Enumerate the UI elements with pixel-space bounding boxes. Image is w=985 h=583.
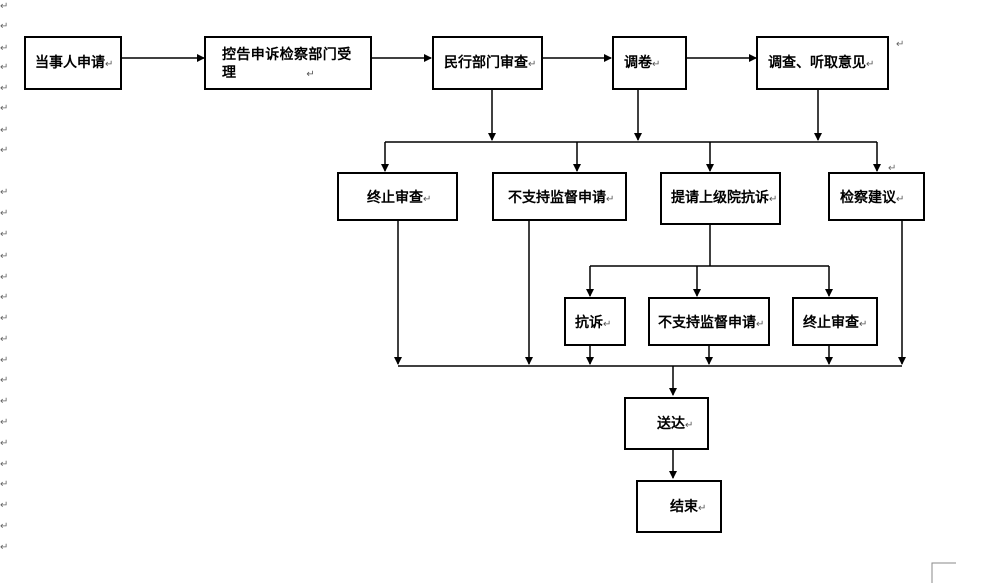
paragraph-mark: ↵ [0,21,9,32]
paragraph-mark: ↵ [685,420,694,431]
node-label: 提请上级院抗诉 [671,190,769,206]
paragraph-mark: ↵ [0,417,9,428]
paragraph-mark: ↵ [0,479,9,490]
paragraph-mark: ↵ [652,59,661,70]
node-request-protest[interactable]: 提请上级院抗诉↵ [660,172,781,225]
paragraph-mark: ↵ [0,229,9,240]
paragraph-mark: ↵ [0,83,9,94]
node-terminate-review[interactable]: 终止审查↵ [337,172,458,221]
node-procuratorial-advice[interactable]: 检察建议↵ [828,172,925,221]
node-label: 当事人申请 [35,55,105,71]
paragraph-mark: ↵ [306,69,315,80]
paragraph-mark: ↵ [0,187,9,198]
paragraph-mark: ↵ [0,272,9,283]
paragraph-mark: ↵ [769,194,778,205]
node-label: 不支持监督申请 [658,315,756,331]
paragraph-mark: ↵ [896,39,905,50]
paragraph-mark: ↵ [0,500,9,511]
node-label: 结束 [670,499,698,515]
paragraph-mark: ↵ [866,59,875,70]
node-label: 送达 [657,416,685,432]
node-protest[interactable]: 抗诉↵ [564,297,626,346]
paragraph-mark: ↵ [0,125,9,136]
node-not-support[interactable]: 不支持监督申请↵ [492,172,627,221]
node-label: 调查、听取意见 [768,55,866,71]
paragraph-mark: ↵ [0,521,9,532]
paragraph-mark: ↵ [0,542,9,553]
node-label: 调卷 [624,55,652,71]
paragraph-mark: ↵ [0,1,9,12]
paragraph-mark: ↵ [606,194,615,205]
paragraph-mark: ↵ [603,319,612,330]
node-label: 民行部门审查 [444,55,528,71]
node-retrieve-file[interactable]: 调卷↵ [612,36,687,90]
node-civil-review[interactable]: 民行部门审查↵ [432,36,543,90]
node-label: 控告申诉检察部门受理 [222,47,352,81]
paragraph-mark: ↵ [756,319,765,330]
paragraph-mark: ↵ [0,396,9,407]
node-party-apply[interactable]: 当事人申请↵ [24,36,122,90]
paragraph-mark: ↵ [698,503,707,514]
page-corner-mark [931,562,956,583]
paragraph-mark: ↵ [0,334,9,345]
paragraph-mark: ↵ [0,459,9,470]
paragraph-mark: ↵ [896,194,905,205]
node-deliver[interactable]: 送达↵ [624,397,709,450]
node-label: 检察建议 [840,190,896,206]
node-label: 抗诉 [575,315,603,331]
paragraph-mark: ↵ [0,43,9,54]
paragraph-mark: ↵ [888,163,897,174]
paragraph-mark: ↵ [0,208,9,219]
paragraph-mark: ↵ [0,355,9,366]
paragraph-mark: ↵ [0,251,9,262]
paragraph-mark: ↵ [0,292,9,303]
paragraph-mark: ↵ [0,103,9,114]
node-end[interactable]: 结束↵ [636,480,722,533]
node-label: 不支持监督申请 [508,190,606,206]
node-investigate[interactable]: 调查、听取意见↵ [756,36,889,90]
paragraph-mark: ↵ [0,62,9,73]
node-label: 终止审查 [367,190,423,206]
node-not-support-2[interactable]: 不支持监督申请↵ [648,297,770,346]
paragraph-mark: ↵ [0,438,9,449]
node-complaint-accept[interactable]: 控告申诉检察部门受理↵ [204,36,372,90]
paragraph-mark: ↵ [0,313,9,324]
paragraph-mark: ↵ [105,59,114,70]
paragraph-mark: ↵ [859,319,868,330]
paragraph-mark: ↵ [423,194,432,205]
node-label: 终止审查 [803,315,859,331]
paragraph-mark: ↵ [528,59,537,70]
paragraph-mark: ↵ [0,145,9,156]
node-terminate-review-2[interactable]: 终止审查↵ [792,297,878,346]
paragraph-mark: ↵ [0,375,9,386]
